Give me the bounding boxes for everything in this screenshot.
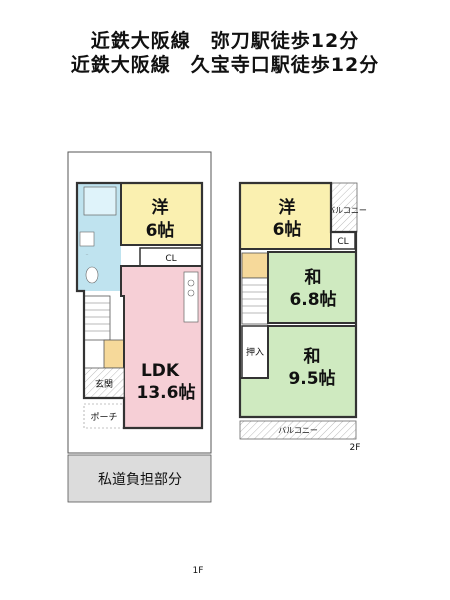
porch-label: ポーチ [90,412,117,423]
western-room-2f-size: 6帖 [273,219,302,240]
japanese-room-9-5-size: 9.5帖 [288,368,335,389]
closet-1f-label: CL [165,254,176,264]
stair-landing-2f [241,252,269,279]
entrance [83,367,125,399]
balcony-top-label: バルコニー [327,206,367,215]
private-road-area [67,454,212,503]
storage-under-stairs [103,339,125,369]
toilet-room [77,255,121,291]
closet-2f-label: CL [337,237,348,247]
western-room-1f-size: 6帖 [146,220,175,241]
toilet-bowl [85,266,99,284]
stove-burner [187,279,195,287]
stove-burner [187,289,195,297]
porch [83,403,125,429]
floor-1: 洋 6帖 CL LDK 13.6帖 玄関 ポーチ 私道負担部分 1F [67,151,212,576]
balcony-bottom [239,420,357,440]
stairs-2f [241,277,269,325]
floor-2: バルコニー 洋 6帖 CL 和 6.8帖 押入 和 9.5帖 バルコニー [238,181,367,453]
balcony-bottom-label: バルコニー [278,426,318,435]
japanese-room-9-5-name: 和 [304,347,321,367]
ldk-size: 13.6帖 [137,382,196,403]
floor-2-label: 2F [350,443,361,453]
japanese-room-6-8-name: 和 [305,268,322,288]
stairs-1f [83,295,111,341]
outer-wall-2f [238,181,358,419]
western-room-2f-name: 洋 [279,197,296,218]
bathtub [83,186,117,216]
entrance-label: 玄関 [95,378,113,390]
stair-steps-1f [84,302,110,332]
ldk-name: LDK [141,361,180,381]
header-line-2: 近鉄大阪線 久宝寺口駅徒歩12分 [70,54,380,76]
header-line-1: 近鉄大阪線 弥刀駅徒歩12分 [90,30,360,52]
kitchen-counter [183,271,199,323]
oshiire-label: 押入 [246,346,264,358]
private-road-label: 私道負担部分 [98,472,182,488]
outer-wall-1f [75,181,204,430]
western-room-1f-name: 洋 [152,197,169,218]
japanese-room-6-8-size: 6.8帖 [289,289,336,310]
balcony-top [330,182,358,233]
washbasin [79,231,95,247]
floor-1-label: 1F [193,566,204,576]
stair-steps-2f [242,284,268,314]
